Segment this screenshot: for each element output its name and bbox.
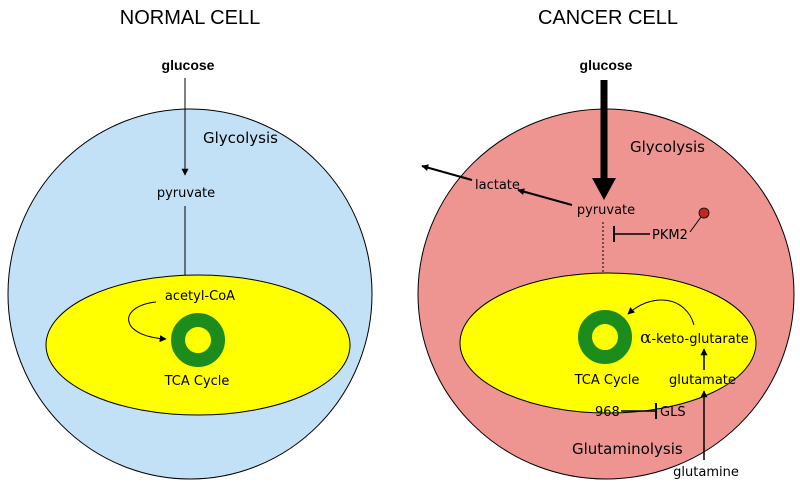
normal-acetyl-coa-arrow [128, 301, 167, 343]
normal-tca-label: TCA Cycle [164, 374, 230, 389]
cancer-lactate-label: lactate [475, 178, 520, 193]
inhibitor-968-label: 968 [595, 405, 620, 420]
cancer-glycolysis-label: Glycolysis [630, 138, 705, 156]
cancer-glucose-arrow-head [592, 178, 616, 200]
normal-glucose-label: glucose [162, 57, 215, 73]
cancer-tca-ring [578, 310, 632, 364]
normal-tca-ring [171, 313, 225, 367]
cancer-pkm2-label: PKM2 [652, 228, 688, 243]
cancer-glutamine-label: glutamine [673, 465, 739, 480]
glutaminolysis-label: Glutaminolysis [572, 440, 683, 458]
cancer-glucose-label: glucose [580, 57, 633, 73]
cancer-cell-title: CANCER CELL [538, 7, 678, 29]
cancer-tca-label: TCA Cycle [574, 373, 640, 388]
cancer-pyruvate-label: pyruvate [577, 203, 635, 218]
cancer-mitochondrion [459, 272, 757, 414]
normal-glycolysis-label: Glycolysis [203, 129, 278, 147]
lactate-export-arrow [421, 164, 473, 181]
pkm2-dot-link [689, 216, 702, 233]
normal-mitochondrion [45, 274, 351, 416]
normal-pyruvate-label: pyruvate [157, 186, 215, 201]
normal-cell-title: NORMAL CELL [120, 7, 260, 29]
cancer-cell: CANCER CELL glucose Glycolysis pyruvate … [417, 7, 795, 480]
pkm2-dot [698, 207, 710, 219]
cancer-glutamate-label: glutamate [669, 373, 736, 388]
normal-acetyl-coa-label: acetyl-CoA [165, 289, 235, 304]
akg-to-tca-arrow [627, 299, 695, 326]
gls-label: GLS [660, 405, 686, 420]
pyruvate-to-lactate-arrow [517, 188, 573, 206]
keto-glutarate-text: -keto-glutarate [651, 332, 748, 347]
cancer-akg-label: α-keto-glutarate [640, 328, 749, 348]
alpha-symbol: α [640, 328, 652, 348]
normal-cell: NORMAL CELL glucose Glycolysis pyruvate … [7, 7, 373, 480]
